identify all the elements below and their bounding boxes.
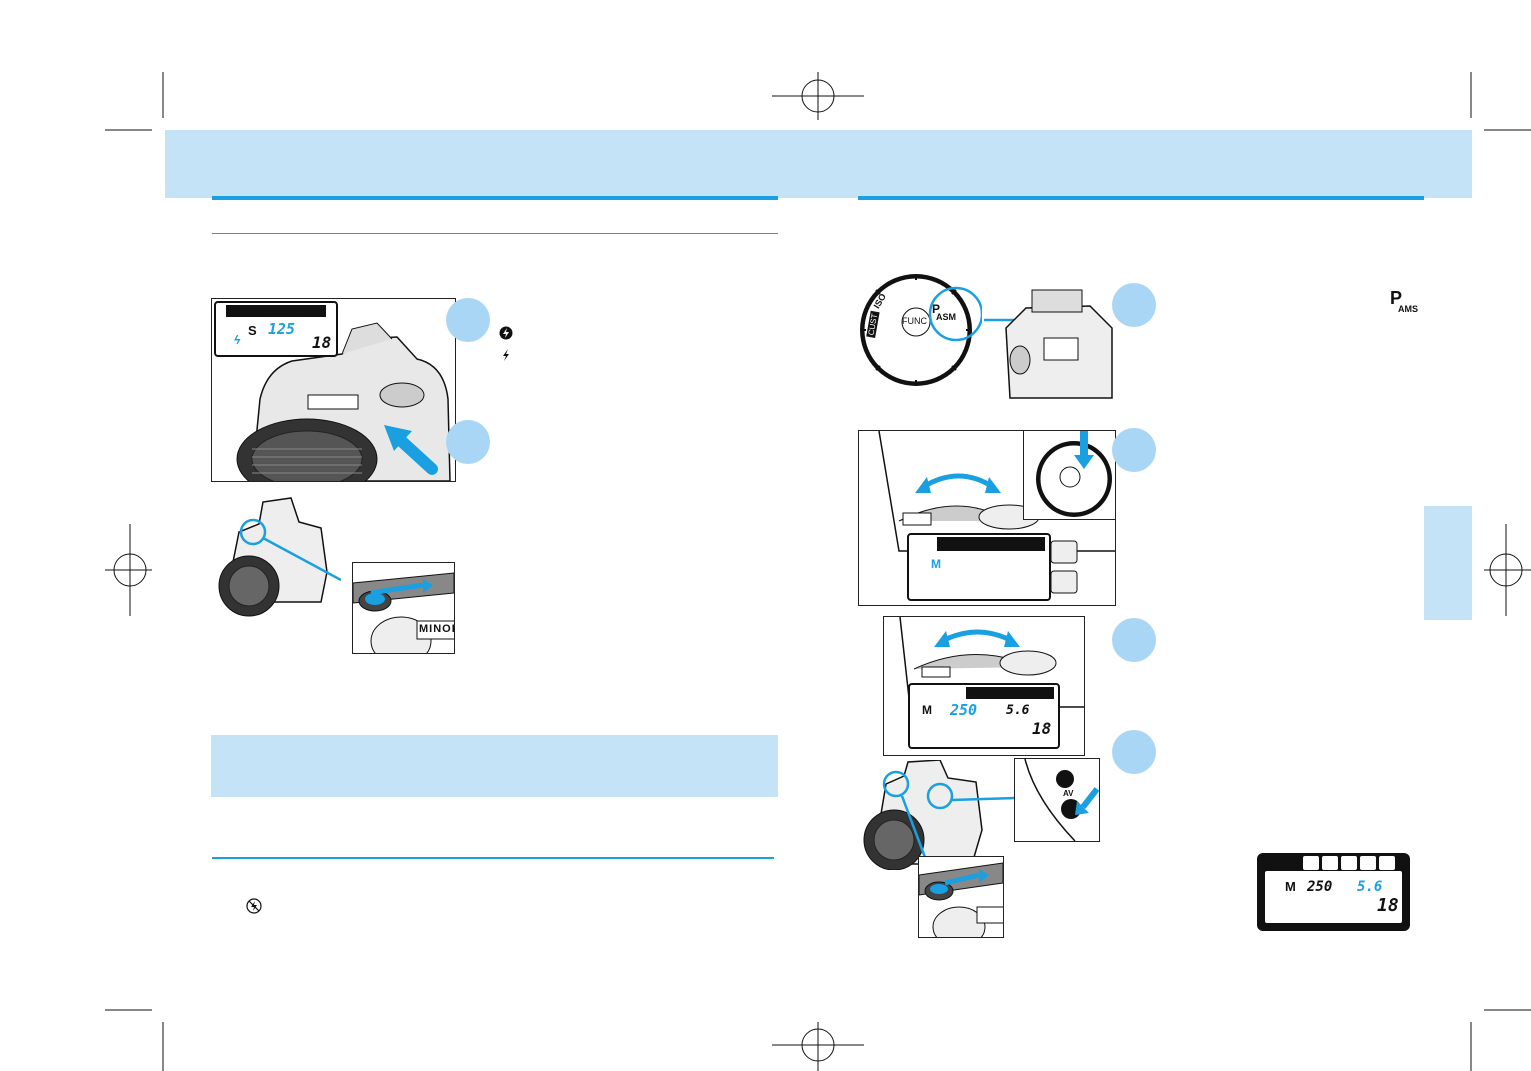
figure-flash-button-inset: MINOLTA — [352, 562, 455, 654]
camera-av-illustration — [863, 760, 1016, 870]
registration-target-top — [772, 72, 864, 120]
lcd1-shutter: 125 — [268, 320, 296, 338]
figure-av-button-inset: AV — [1014, 758, 1100, 842]
camera-brand-label: MINOLTA — [419, 623, 454, 635]
figure-control-dial: M — [858, 430, 1116, 606]
sports-icon — [1360, 856, 1376, 870]
mode-icons-strip-2 — [937, 537, 1045, 551]
dial-label-p: P — [932, 302, 941, 316]
av-button-label: AV — [1063, 789, 1074, 798]
inset-dial-illustration — [1036, 431, 1112, 517]
note-band — [211, 735, 778, 797]
lcd-panel-2: M — [907, 533, 1051, 601]
portrait-icon — [1303, 856, 1319, 870]
lcd4-count: 18 — [1377, 895, 1399, 916]
dial-label-asm: ASM — [936, 312, 956, 322]
landscape-icon — [1322, 856, 1338, 870]
step-circle-2-left — [446, 420, 490, 464]
step-circle-4-right — [1112, 730, 1156, 774]
flash-fill-icon — [503, 349, 509, 361]
flash-button-inset-2-illustration — [919, 862, 1003, 937]
registration-target-left — [105, 524, 152, 616]
camera-flash-illustration — [236, 322, 451, 481]
lcd4-inner: M 250 5.6 18 — [1265, 871, 1402, 923]
flash-cancel-icon — [246, 898, 262, 914]
right-header-rule — [858, 196, 1424, 200]
step-circle-1-right — [1112, 283, 1156, 327]
step-circle-3-right — [1112, 618, 1156, 662]
lcd-panel-4: M 250 5.6 18 — [1257, 853, 1410, 931]
inset-dial-frame — [1023, 431, 1115, 520]
av-button-inset-illustration — [1024, 759, 1099, 841]
lcd3-shutter: 250 — [950, 701, 978, 719]
mode-dial-illustration — [860, 274, 982, 386]
lcd2-mode: M — [931, 557, 941, 571]
side-tab — [1424, 506, 1472, 620]
lcd4-icon-strip — [1303, 856, 1403, 870]
pasm-icon-top: P — [1390, 288, 1403, 308]
pasm-icon-bottom: AMS — [1398, 304, 1418, 314]
registration-target-bottom — [772, 1022, 864, 1071]
step-circle-1-left — [446, 298, 490, 342]
flash-on-icon — [499, 326, 513, 340]
lower-section-rule — [212, 857, 774, 859]
figure-exposure-adjust: M 250 5.6 18 — [883, 616, 1085, 756]
lcd-panel-3: M 250 5.6 18 — [908, 683, 1060, 749]
header-band — [165, 130, 1472, 198]
lcd3-aperture: 5.6 — [1006, 703, 1030, 718]
registration-target-right — [1484, 524, 1531, 616]
step-circle-2-right — [1112, 428, 1156, 472]
flash-button-inset-illustration — [353, 563, 454, 653]
camera-rear-illustration — [984, 289, 1113, 399]
lcd1-count: 18 — [312, 333, 332, 352]
lcd-panel-1: S 125 18 ϟ — [214, 301, 338, 357]
lcd4-mode: M — [1285, 879, 1296, 894]
dial-center-label: FUNC — [902, 316, 927, 326]
lcd1-mode: S — [248, 323, 257, 338]
lcd3-mode: M — [922, 703, 932, 717]
night-portrait-icon — [1379, 856, 1395, 870]
left-header-rule — [212, 196, 778, 200]
camera-small-illustration — [218, 497, 341, 617]
lcd4-aperture: 5.6 — [1357, 879, 1383, 895]
lcd3-count: 18 — [1032, 719, 1052, 738]
closeup-icon — [1341, 856, 1357, 870]
mode-icons-strip — [226, 305, 326, 317]
lcd4-shutter: 250 — [1307, 879, 1333, 895]
figure-flash-button-inset-2 — [918, 856, 1004, 938]
mode-icons-strip-3 — [966, 687, 1054, 699]
left-section-rule — [212, 233, 778, 234]
lcd1-flash-icon: ϟ — [234, 333, 241, 347]
pasm-icon: P AMS — [1390, 288, 1420, 316]
figure-camera-flash: S 125 18 ϟ — [211, 298, 456, 482]
